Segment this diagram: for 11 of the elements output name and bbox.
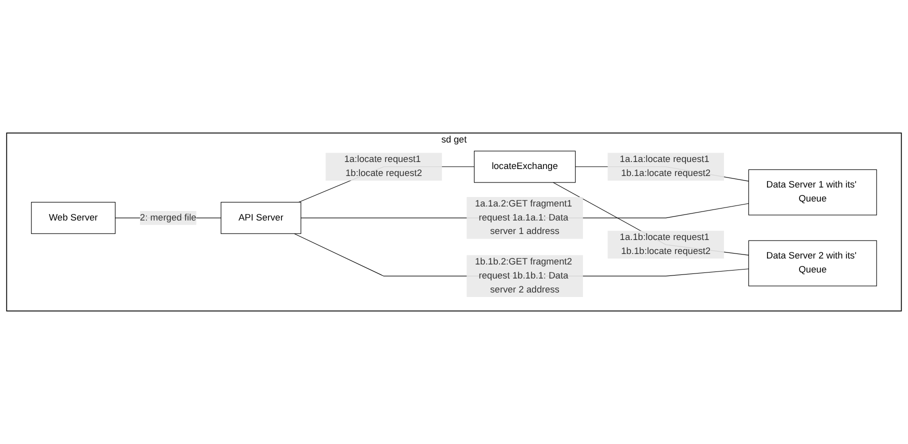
node-box: Data Server 1 with its' Queue [748, 169, 877, 216]
edge-label: 1a.1a.2:GET fragment1 request 1a.1a.1: Data server 1 address [474, 198, 572, 237]
edge-label: 1a.1b:locate request1 1b.1b:locate request2 [620, 232, 711, 256]
edge-label: 1a.1a:locate request1 1b.1a:locate request2 [620, 154, 711, 178]
node-box: locateExchange [474, 150, 576, 183]
node-box: Data Server 2 with its' Queue [748, 240, 877, 286]
edge-label: 2: merged file [140, 212, 196, 223]
edge-label: 1b.1b.2:GET fragment2 request 1b.1b.1: Data server 2 address [474, 256, 572, 295]
node-box: API Server [220, 202, 302, 234]
edge-label: 1a:locate request1 1b:locate request2 [344, 154, 422, 178]
node-box: Web Server [31, 202, 116, 234]
